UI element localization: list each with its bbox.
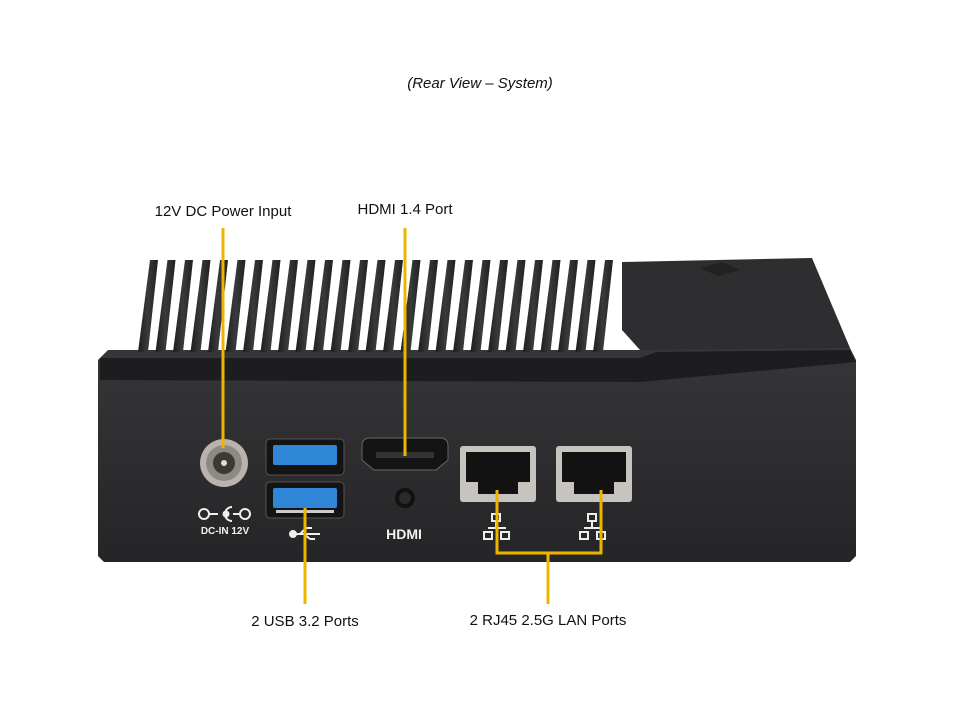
heatsink-fin [138, 260, 158, 352]
heatsink-fin [505, 260, 526, 352]
callout-lines [221, 228, 603, 604]
heatsink-fin [418, 260, 438, 352]
callout-dc-power: 12V DC Power Input [154, 203, 292, 220]
heatsink-fin [278, 260, 298, 352]
hdmi-label: HDMI [386, 526, 422, 542]
heatsink-fin [575, 260, 596, 352]
figure-title: (Rear View – System) [407, 75, 553, 92]
heatsink-fin [365, 260, 386, 352]
heatsink-fins [138, 260, 613, 352]
heatsink-fin [593, 260, 613, 352]
heatsink-fin [295, 260, 316, 352]
callout-hdmi: HDMI 1.4 Port [357, 201, 453, 218]
heatsink-fin [348, 260, 368, 352]
heatsink-fin [523, 260, 543, 352]
heatsink-fin [190, 260, 211, 352]
heatsink-fin [540, 260, 561, 352]
chassis [98, 258, 856, 562]
heatsink-fin [243, 260, 263, 352]
heatsink-fin [453, 260, 473, 352]
heatsink-fin [208, 260, 228, 352]
callout-usb: 2 USB 3.2 Ports [251, 613, 359, 630]
heatsink-fin [260, 260, 281, 352]
heatsink-fin [330, 260, 351, 352]
callout-line-lan [495, 490, 603, 604]
heatsink-fin [488, 260, 508, 352]
heatsink-fin [470, 260, 491, 352]
heatsink-fin [558, 260, 578, 352]
lan-port-2 [556, 446, 632, 502]
heatsink-fin [225, 260, 246, 352]
dc-polarity-icon [198, 506, 251, 522]
heatsink-fin [313, 260, 333, 352]
heatsink-fin [173, 260, 193, 352]
dc-power-jack [200, 439, 248, 487]
screw [395, 488, 415, 508]
usb-port-top [265, 438, 345, 476]
lan-port-1 [460, 446, 536, 502]
usb-port-bottom [265, 481, 345, 519]
callout-lan: 2 RJ45 2.5G LAN Ports [469, 612, 627, 629]
dc-in-label: DC-IN 12V [200, 526, 250, 537]
heatsink-fin [383, 260, 403, 352]
heatsink-fin [435, 260, 456, 352]
heatsink-fin [155, 260, 176, 352]
